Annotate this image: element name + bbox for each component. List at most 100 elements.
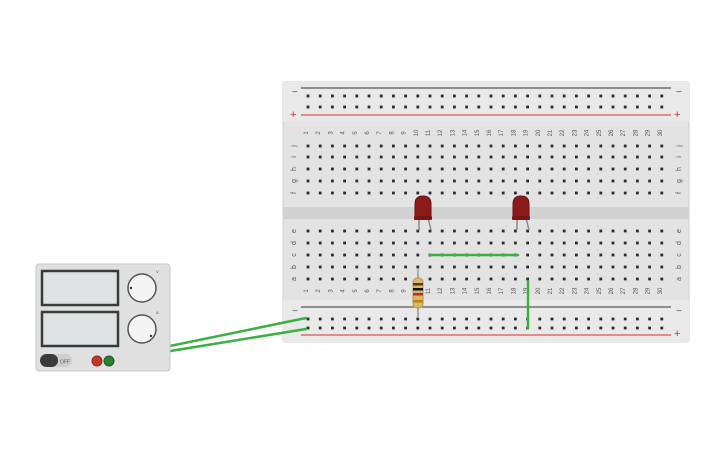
hole-a28[interactable]: [636, 277, 639, 281]
rail-hole-3-8[interactable]: [392, 326, 395, 330]
hole-b22[interactable]: [562, 265, 566, 269]
hole-g18[interactable]: [514, 179, 517, 183]
hole-j6[interactable]: [367, 144, 371, 148]
hole-g10[interactable]: [416, 179, 420, 183]
rail-hole-2-6[interactable]: [367, 317, 371, 321]
hole-b18[interactable]: [514, 265, 517, 269]
rail-hole-2-9[interactable]: [404, 317, 407, 321]
hole-f3[interactable]: [331, 191, 334, 195]
hole-j8[interactable]: [392, 144, 395, 148]
rail-hole-0-3[interactable]: [331, 94, 334, 98]
hole-a24[interactable]: [587, 277, 590, 281]
power-switch[interactable]: [40, 354, 58, 367]
rail-hole-3-12[interactable]: [440, 326, 444, 330]
rail-hole-1-23[interactable]: [575, 105, 578, 109]
hole-a11[interactable]: [428, 277, 432, 281]
hole-b6[interactable]: [367, 265, 371, 269]
hole-j7[interactable]: [379, 144, 383, 148]
rail-hole-2-20[interactable]: [538, 317, 542, 321]
hole-e29[interactable]: [648, 229, 651, 233]
hole-a23[interactable]: [575, 277, 578, 281]
hole-e14[interactable]: [465, 229, 468, 233]
hole-d16[interactable]: [489, 241, 493, 245]
hole-h21[interactable]: [550, 167, 554, 171]
hole-a19[interactable]: [526, 277, 529, 281]
hole-d21[interactable]: [550, 241, 554, 245]
hole-h1[interactable]: [306, 167, 310, 171]
hole-f25[interactable]: [599, 191, 603, 195]
hole-c9[interactable]: [404, 253, 407, 257]
hole-g14[interactable]: [465, 179, 468, 183]
hole-e20[interactable]: [538, 229, 542, 233]
hole-e15[interactable]: [477, 229, 481, 233]
rail-hole-1-28[interactable]: [636, 105, 639, 109]
hole-g16[interactable]: [489, 179, 493, 183]
hole-j13[interactable]: [453, 144, 456, 148]
hole-a1[interactable]: [306, 277, 310, 281]
rail-hole-3-24[interactable]: [587, 326, 590, 330]
hole-b10[interactable]: [416, 265, 420, 269]
hole-c28[interactable]: [636, 253, 639, 257]
hole-f5[interactable]: [355, 191, 359, 195]
hole-d22[interactable]: [562, 241, 566, 245]
rail-hole-0-18[interactable]: [514, 94, 517, 98]
hole-d23[interactable]: [575, 241, 578, 245]
hole-b1[interactable]: [306, 265, 310, 269]
rail-hole-0-30[interactable]: [660, 94, 664, 98]
rail-hole-3-30[interactable]: [660, 326, 664, 330]
hole-h20[interactable]: [538, 167, 542, 171]
hole-j28[interactable]: [636, 144, 639, 148]
rail-hole-2-16[interactable]: [489, 317, 493, 321]
hole-g11[interactable]: [428, 179, 432, 183]
hole-d3[interactable]: [331, 241, 334, 245]
hole-a5[interactable]: [355, 277, 359, 281]
rail-hole-2-15[interactable]: [477, 317, 481, 321]
hole-j17[interactable]: [501, 144, 505, 148]
rail-hole-2-10[interactable]: [416, 317, 420, 321]
hole-f2[interactable]: [318, 191, 322, 195]
hole-h23[interactable]: [575, 167, 578, 171]
rail-hole-0-14[interactable]: [465, 94, 468, 98]
rail-hole-3-23[interactable]: [575, 326, 578, 330]
hole-e27[interactable]: [623, 229, 627, 233]
hole-d2[interactable]: [318, 241, 322, 245]
hole-b13[interactable]: [453, 265, 456, 269]
hole-i3[interactable]: [331, 155, 334, 159]
rail-hole-1-1[interactable]: [306, 105, 310, 109]
hole-i10[interactable]: [416, 155, 420, 159]
hole-b26[interactable]: [611, 265, 615, 269]
hole-f19[interactable]: [526, 191, 529, 195]
hole-a6[interactable]: [367, 277, 371, 281]
hole-j18[interactable]: [514, 144, 517, 148]
hole-c7[interactable]: [379, 253, 383, 257]
hole-j23[interactable]: [575, 144, 578, 148]
hole-d29[interactable]: [648, 241, 651, 245]
hole-g6[interactable]: [367, 179, 371, 183]
rail-hole-1-16[interactable]: [489, 105, 493, 109]
hole-e28[interactable]: [636, 229, 639, 233]
breadboard[interactable]: − + − + − − + 11223344556677889910101111…: [282, 81, 690, 343]
hole-h4[interactable]: [343, 167, 346, 171]
hole-g26[interactable]: [611, 179, 615, 183]
hole-e24[interactable]: [587, 229, 590, 233]
hole-b11[interactable]: [428, 265, 432, 269]
hole-a2[interactable]: [318, 277, 322, 281]
rail-hole-0-11[interactable]: [428, 94, 432, 98]
hole-i13[interactable]: [453, 155, 456, 159]
hole-c24[interactable]: [587, 253, 590, 257]
rail-hole-1-18[interactable]: [514, 105, 517, 109]
hole-a18[interactable]: [514, 277, 517, 281]
rail-hole-0-2[interactable]: [318, 94, 322, 98]
hole-a25[interactable]: [599, 277, 603, 281]
rail-hole-1-24[interactable]: [587, 105, 590, 109]
hole-e8[interactable]: [392, 229, 395, 233]
hole-g17[interactable]: [501, 179, 505, 183]
hole-e1[interactable]: [306, 229, 310, 233]
hole-j24[interactable]: [587, 144, 590, 148]
hole-a13[interactable]: [453, 277, 456, 281]
hole-b25[interactable]: [599, 265, 603, 269]
hole-e13[interactable]: [453, 229, 456, 233]
rail-hole-3-29[interactable]: [648, 326, 651, 330]
hole-f22[interactable]: [562, 191, 566, 195]
rail-hole-1-11[interactable]: [428, 105, 432, 109]
